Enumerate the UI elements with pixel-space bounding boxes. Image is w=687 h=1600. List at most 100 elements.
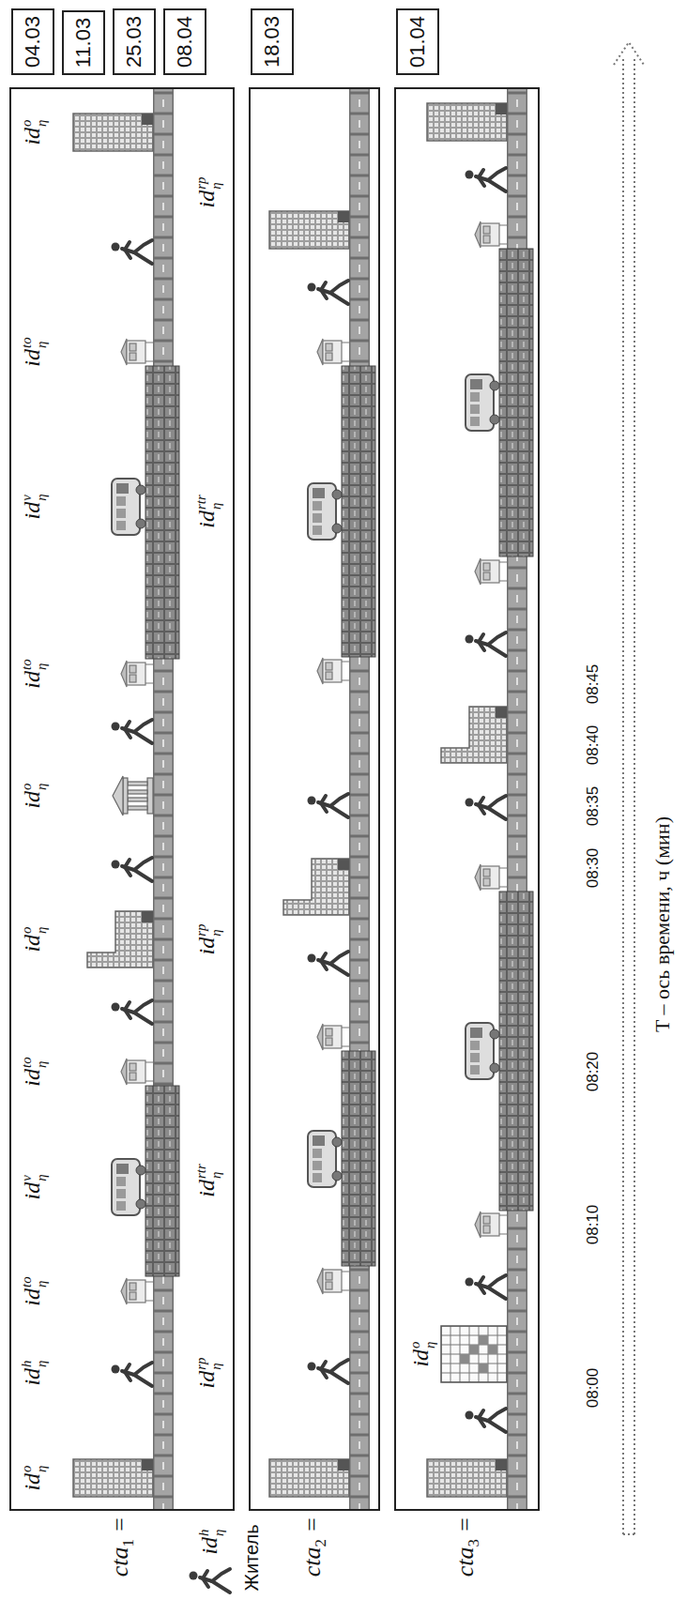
walker-icon (465, 1408, 507, 1433)
chain-box: cta3 = (394, 87, 540, 1512)
stop-icon (121, 660, 153, 687)
symbol-indices: rtrη (193, 494, 225, 510)
date-box: 11.03 (61, 10, 106, 76)
subscript: η (208, 1163, 224, 1179)
bus-icon (111, 478, 146, 535)
resident-icon (189, 1569, 231, 1593)
transit-route (145, 366, 180, 659)
subscript: η (208, 1358, 224, 1371)
building-icon (427, 103, 507, 141)
symbol-base: id (19, 349, 45, 367)
superscript: to (18, 658, 34, 671)
object-symbol: idoη (18, 1465, 50, 1491)
chain-row-1 (73, 89, 180, 1510)
symbol-indices: hη (196, 1528, 228, 1536)
symbol-base: id (194, 937, 219, 956)
superscript: rtr (193, 494, 209, 510)
superscript: v (18, 1174, 34, 1181)
subscript: η (33, 1056, 49, 1069)
symbol-base: id (19, 127, 45, 146)
superscript: o (407, 1341, 423, 1348)
symbol-indices: oη (407, 1341, 439, 1348)
time-tick: 08:30 (583, 848, 603, 889)
symbol-indices: hη (18, 1359, 50, 1367)
bus-icon (307, 483, 342, 540)
symbol-indices: oη (18, 119, 50, 126)
object-symbol: idtoη (18, 1276, 50, 1306)
building-icon (269, 211, 350, 249)
walker-icon (465, 1275, 507, 1299)
chain-row-2 (269, 89, 376, 1510)
superscript: rtr (193, 1163, 209, 1179)
stop-icon (121, 1058, 153, 1085)
transit-route (145, 1085, 180, 1277)
subscript: η (33, 1359, 49, 1367)
walker-icon (465, 632, 507, 657)
route-symbol: idrpη (193, 1358, 225, 1390)
date-text: 18.03 (259, 15, 285, 68)
object-symbol: idtoη (18, 1056, 50, 1086)
superscript: h (18, 1359, 34, 1367)
subscript: η (33, 336, 49, 349)
route-symbol: idrtrη (193, 494, 225, 528)
walker-icon (307, 1359, 350, 1384)
time-tick: 08:10 (583, 1205, 603, 1246)
superscript: o (18, 926, 34, 933)
walker-icon (307, 951, 350, 976)
subscript: η (33, 119, 49, 126)
walker-icon (307, 793, 350, 818)
transit-route (499, 891, 534, 1211)
bus-icon (307, 1130, 342, 1188)
date-text: 08.04 (172, 15, 198, 68)
building-icon (73, 113, 153, 152)
chain-name: cta (298, 1547, 326, 1578)
time-tick: 08:00 (583, 1368, 603, 1409)
symbol-base: id (19, 1288, 45, 1307)
superscript: to (18, 336, 34, 349)
symbol-base: id (194, 510, 219, 529)
date-text: 11.03 (71, 17, 96, 68)
symbol-indices: oη (18, 782, 50, 790)
object-symbol: idtoη (18, 336, 50, 367)
equals: = (451, 1516, 479, 1540)
chain-label: cta1 = (106, 1516, 138, 1577)
symbol-base: id (19, 934, 45, 953)
symbol-indices: oη (18, 926, 50, 933)
walker-icon (111, 240, 153, 264)
time-tick: 08:35 (583, 786, 603, 827)
stop-icon (474, 221, 507, 248)
subscript: 3 (463, 1539, 482, 1547)
walker-icon (111, 719, 153, 744)
symbol-base: id (197, 1537, 222, 1556)
building-icon (441, 706, 507, 764)
chain-name: cta (451, 1547, 479, 1578)
equals: = (106, 1516, 134, 1540)
subscript: 2 (311, 1539, 330, 1547)
route-symbol: idrtrη (193, 1163, 225, 1197)
date-box: 18.03 (250, 8, 294, 76)
stop-icon (317, 338, 350, 366)
building-icon (441, 1326, 507, 1383)
walker-icon (465, 167, 507, 192)
chain-label: cta3 = (451, 1516, 483, 1577)
superscript: o (18, 119, 34, 126)
object-symbol: idvη (18, 493, 50, 520)
superscript: to (18, 1056, 34, 1069)
transit-route (499, 248, 534, 557)
symbol-indices: toη (18, 1276, 50, 1288)
building-icon (427, 1459, 507, 1497)
object-symbol: idoη (18, 782, 50, 809)
building-icon (283, 858, 350, 916)
object-symbol: idoη (18, 119, 50, 145)
superscript: rp (193, 924, 209, 937)
subscript: η (33, 1276, 49, 1288)
superscript: o (18, 782, 34, 790)
symbol-base: id (19, 502, 45, 520)
subscript: η (33, 1174, 49, 1181)
date-text: 01.04 (405, 15, 430, 68)
object-symbol: idhη (18, 1359, 50, 1386)
symbol-base: id (19, 1368, 45, 1387)
object-symbol: idvη (18, 1174, 50, 1200)
route-symbol: idrpη (193, 924, 225, 956)
